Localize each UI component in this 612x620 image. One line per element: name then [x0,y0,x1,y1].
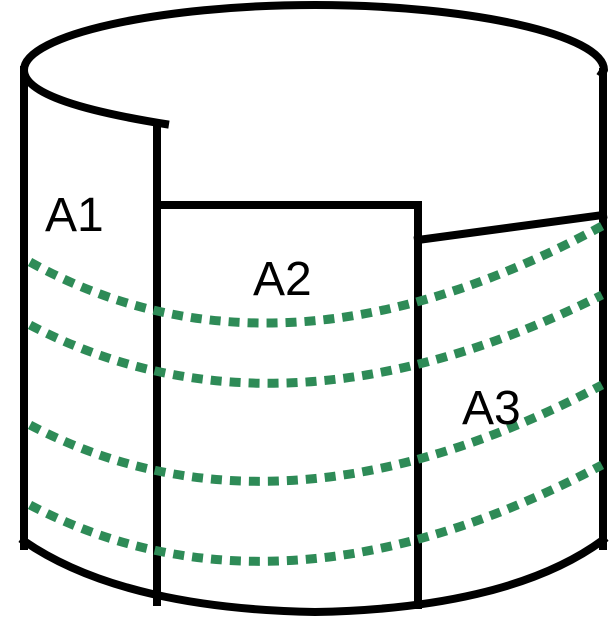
track-line-3 [27,381,605,486]
track-line-2 [27,290,605,388]
cylinder-top-rim [20,1,608,129]
region-label-a3: A3 [462,382,521,435]
region-label-a1: A1 [45,189,104,242]
track-line-1 [27,222,605,328]
track-group [27,222,605,566]
track-line-4 [27,461,605,566]
cylinder-bottom-curve [18,534,609,616]
region-a3-top-edge [413,210,608,245]
region-label-a2: A2 [253,253,312,306]
